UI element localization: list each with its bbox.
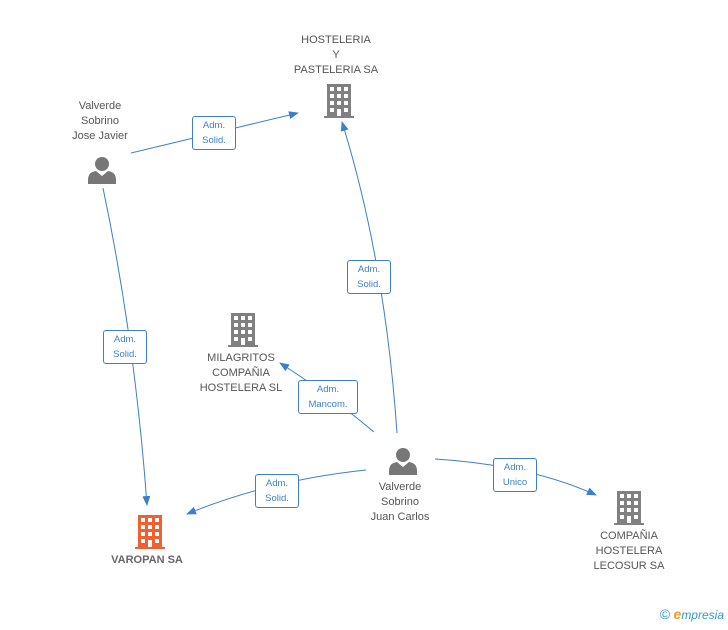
- edge-label-juan-milagritos[interactable]: Adm. Mancom.: [298, 380, 358, 414]
- node-label-company-milagritos[interactable]: MILAGRITOS COMPAÑIA HOSTELERA SL: [199, 352, 283, 394]
- node-label-company-lecosur[interactable]: COMPAÑIA HOSTELERA LECOSUR SA: [593, 530, 665, 572]
- node-label-company-varopan[interactable]: VAROPAN SA: [111, 554, 183, 566]
- edges: [102, 111, 597, 515]
- copyright-icon: ©: [659, 606, 671, 622]
- brand-logo-initial: e: [673, 606, 682, 622]
- edge-label-jose-varopan[interactable]: Adm. Solid.: [103, 330, 147, 364]
- brand-footer[interactable]: © empresia: [660, 606, 724, 622]
- building-icon: [614, 491, 644, 525]
- building-icon: [228, 313, 258, 347]
- person-icon: [88, 157, 116, 184]
- building-icon: [324, 84, 354, 118]
- person-icon: [389, 448, 417, 475]
- edge-label-jose-hosteleria[interactable]: Adm. Solid.: [192, 116, 236, 150]
- edge-label-juan-varopan[interactable]: Adm. Solid.: [255, 474, 299, 508]
- edge-label-juan-lecosur[interactable]: Adm. Unico: [493, 458, 537, 492]
- node-label-person-jose[interactable]: Valverde Sobrino Jose Javier: [72, 100, 128, 142]
- building-focus-icon: [135, 515, 165, 549]
- brand-name: mpresia: [681, 608, 724, 622]
- node-label-company-hosteleria[interactable]: HOSTELERIA Y PASTELERIA SA: [293, 34, 379, 76]
- node-label-person-juan[interactable]: Valverde Sobrino Juan Carlos: [370, 481, 430, 523]
- edge-label-juan-hosteleria[interactable]: Adm. Solid.: [347, 260, 391, 294]
